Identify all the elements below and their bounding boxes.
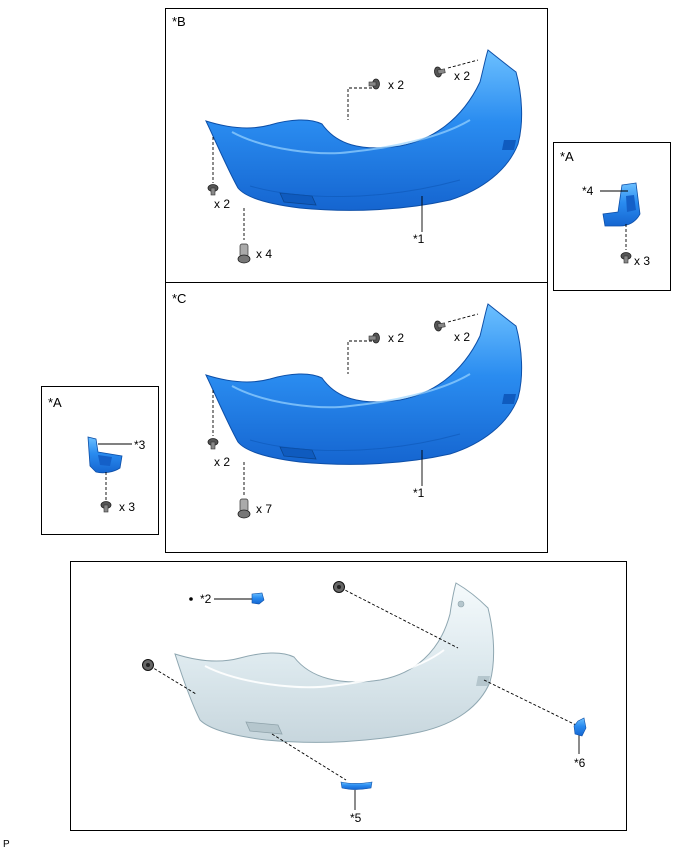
screw-icon	[368, 332, 380, 344]
callout-1: *1	[413, 232, 425, 246]
panel-c-label: *C	[172, 291, 187, 306]
callout-5: *5	[350, 811, 362, 825]
qty-clip: x 4	[256, 247, 273, 261]
bullet-icon	[189, 597, 193, 601]
panel-a-left-leaders	[98, 443, 132, 500]
qty-screw: x 3	[119, 500, 136, 514]
callout-4: *4	[582, 184, 594, 198]
qty-screw: x 3	[634, 254, 651, 268]
screw-icon	[620, 252, 632, 264]
panel-bottom-leaders	[149, 587, 580, 810]
bumper-cover-b	[205, 49, 523, 211]
panel-c-fasteners	[212, 313, 479, 495]
qty-top-bolt: x 2	[454, 69, 471, 83]
qty-clip: x 7	[256, 502, 273, 516]
bumper-cover-white	[174, 582, 495, 743]
qty-top-bolt: x 2	[454, 330, 471, 344]
panel-b-label: *B	[172, 14, 186, 29]
panel-b-fasteners	[212, 59, 479, 240]
grommet-icon	[142, 659, 154, 671]
callout-2: *2	[200, 592, 212, 606]
clip-icon	[237, 498, 251, 519]
mudguard-right	[602, 182, 641, 227]
mudguard-left	[87, 436, 123, 474]
clip-icon	[237, 243, 251, 264]
screw-icon	[207, 184, 219, 196]
screw-icon	[100, 501, 112, 513]
panel-a-right-leaders	[600, 190, 628, 250]
qty-top-screw: x 2	[388, 78, 405, 92]
panel-a-right-label: *A	[560, 149, 574, 164]
qty-top-screw: x 2	[388, 331, 405, 345]
small-clip-part	[251, 592, 265, 605]
grommet-icon	[333, 581, 345, 593]
bolt-icon	[433, 319, 447, 332]
bumper-cover-c	[205, 303, 523, 465]
molding-part-5	[340, 781, 373, 790]
screw-icon	[368, 78, 380, 90]
qty-left-screw: x 2	[214, 455, 231, 469]
qty-left-screw: x 2	[214, 197, 231, 211]
screw-icon	[207, 438, 219, 450]
callout-6: *6	[574, 756, 586, 770]
bolt-icon	[433, 65, 447, 78]
retainer-part-6	[573, 717, 587, 737]
page-marker: P	[3, 839, 10, 850]
panel-a-left-label: *A	[48, 395, 62, 410]
callout-1: *1	[413, 486, 425, 500]
callout-3: *3	[134, 438, 146, 452]
